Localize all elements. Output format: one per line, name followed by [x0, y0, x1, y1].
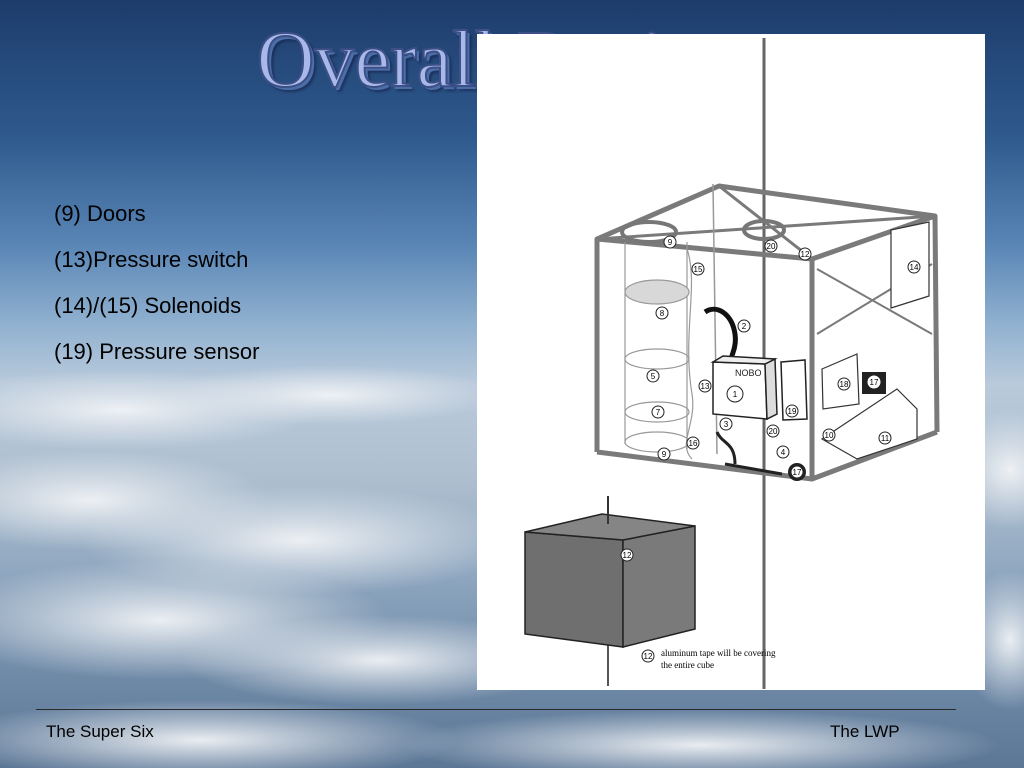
svg-text:15: 15 [694, 265, 703, 274]
covered-cube: 12 [524, 496, 696, 648]
svg-text:1: 1 [733, 390, 738, 399]
svg-text:4: 4 [781, 448, 786, 457]
part-label: 20 [764, 239, 778, 253]
pressure-sensor-box [780, 359, 808, 421]
part-label: 5 [646, 369, 660, 383]
svg-text:17: 17 [793, 468, 802, 477]
svg-text:12: 12 [801, 250, 810, 259]
part-label: 20 [766, 424, 780, 438]
part-label: 18 [837, 377, 851, 391]
cylinder [624, 242, 694, 460]
svg-text:16: 16 [689, 439, 698, 448]
main-electronics-box: NOBO [710, 355, 778, 421]
diagram-caption: 12 aluminum tape will be covering the en… [641, 648, 776, 670]
bullet-pressure-switch: (13)Pressure switch [54, 247, 249, 272]
svg-text:the entire cube: the entire cube [661, 660, 714, 670]
svg-text:5: 5 [651, 372, 656, 381]
part-label: 1 [726, 385, 744, 403]
bullet-list: (9) Doors (13)Pressure switch (14)/(15) … [54, 202, 259, 386]
part-label: 17 [790, 465, 804, 479]
part-label: 3 [719, 417, 733, 431]
bullet-doors: (9) Doors [54, 201, 146, 226]
svg-text:19: 19 [788, 407, 797, 416]
design-diagram: NOBO 1 2 3 4 5 7 8 9 9 10 11 12 13 14 15 [524, 38, 940, 689]
svg-text:aluminum tape will be covering: aluminum tape will be covering [661, 648, 776, 658]
bullet-pressure-sensor: (19) Pressure sensor [54, 339, 260, 364]
part-label: 2 [737, 319, 751, 333]
svg-text:20: 20 [769, 427, 778, 436]
top-ring-left [620, 220, 678, 244]
svg-text:11: 11 [881, 434, 890, 443]
svg-text:18: 18 [840, 380, 849, 389]
bottom-wiring [715, 431, 783, 476]
part-label: 16 [686, 436, 700, 450]
hose [703, 306, 738, 357]
footer-team-name: The Super Six [46, 722, 154, 741]
svg-text:12: 12 [644, 652, 653, 661]
svg-text:7: 7 [656, 408, 661, 417]
svg-text:12: 12 [623, 551, 632, 560]
part-labels: 1 2 3 4 5 7 8 9 9 10 11 12 13 14 15 16 1… [646, 235, 921, 479]
svg-text:9: 9 [668, 238, 673, 247]
frame-cube [594, 183, 940, 482]
part-label: 9 [657, 447, 671, 461]
svg-text:9: 9 [662, 450, 667, 459]
svg-text:13: 13 [701, 382, 710, 391]
part-label: 12 [798, 247, 812, 261]
svg-text:2: 2 [742, 322, 747, 331]
svg-text:14: 14 [910, 263, 919, 272]
box-label: NOBO [735, 368, 762, 378]
part-label: 11 [878, 431, 892, 445]
design-diagram-panel: NOBO 1 2 3 4 5 7 8 9 9 10 11 12 13 14 15 [477, 34, 985, 690]
part-label: 14 [907, 260, 921, 274]
part-label: 17 [866, 374, 882, 390]
part-label: 7 [651, 405, 665, 419]
top-ring-center [742, 219, 786, 241]
bullet-solenoids: (14)/(15) Solenoids [54, 293, 242, 318]
svg-text:3: 3 [724, 420, 729, 429]
svg-text:10: 10 [825, 431, 834, 440]
footer-project-name: The LWP [830, 722, 900, 741]
footer-divider [36, 709, 956, 710]
part-label: 8 [655, 306, 669, 320]
part-label: 13 [698, 379, 712, 393]
part-label: 19 [785, 404, 799, 418]
part-label: 15 [691, 262, 705, 276]
svg-text:8: 8 [660, 309, 665, 318]
part-label: 10 [822, 428, 836, 442]
svg-text:17: 17 [870, 378, 879, 387]
part-label: 4 [776, 445, 790, 459]
svg-text:20: 20 [767, 242, 776, 251]
battery-pack [820, 388, 918, 460]
part-label: 9 [663, 235, 677, 249]
